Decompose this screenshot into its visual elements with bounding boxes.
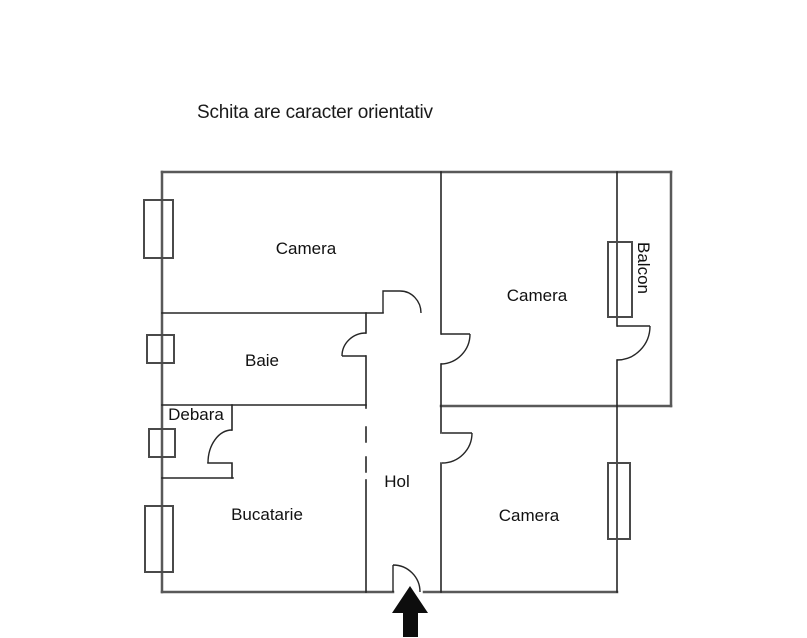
door-entrance xyxy=(392,564,421,593)
room-label-balcon: Balcon xyxy=(634,242,653,294)
window-camera-bottom-right xyxy=(607,462,631,540)
room-label-baie: Baie xyxy=(244,351,280,370)
door-camera-top-left xyxy=(382,290,422,314)
outer-walls xyxy=(160,170,673,594)
door-baie xyxy=(341,332,367,357)
door-camera-top-right xyxy=(440,333,471,365)
entrance-arrow-icon xyxy=(392,586,428,637)
room-label-camera-bottom-right: Camera xyxy=(498,506,560,525)
door-debara xyxy=(207,429,233,464)
room-label-debara: Debara xyxy=(168,405,224,424)
room-label-hol: Hol xyxy=(384,472,410,491)
window-bucatarie xyxy=(144,505,174,573)
window-camera-top-left xyxy=(143,199,174,259)
doors xyxy=(207,290,651,593)
plan-disclaimer-text: Schita are caracter orientativ xyxy=(197,102,433,123)
wall-debara-jamb xyxy=(207,462,233,479)
door-camera-bottom-right xyxy=(441,432,473,464)
window-debara xyxy=(148,428,176,458)
door-balcon xyxy=(616,325,651,361)
room-label-camera-top-right: Camera xyxy=(506,286,568,305)
window-balcon xyxy=(607,241,633,318)
room-label-camera-top-left: Camera xyxy=(275,239,337,258)
interior-walls xyxy=(161,171,618,593)
windows xyxy=(143,199,633,573)
window-baie xyxy=(146,334,175,364)
room-label-bucatarie: Bucatarie xyxy=(231,505,303,524)
